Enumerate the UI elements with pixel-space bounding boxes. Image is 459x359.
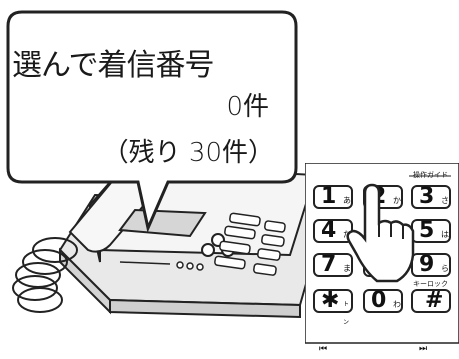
key-lock-label: キーロック: [413, 280, 448, 288]
callout-bubble: [6, 10, 298, 233]
pointing-hand-icon: [346, 183, 415, 283]
skip-forward-icon: ⏭: [419, 344, 428, 354]
operation-guide-label: 操作ガイド: [413, 171, 448, 179]
cord-icon: [12, 237, 78, 313]
key-star[interactable]: ✱トーン: [313, 288, 353, 326]
key-hash[interactable]: #: [411, 288, 451, 313]
skip-back-icon: ⏮: [319, 344, 328, 354]
display-line-remaining: （残り 30件）: [102, 138, 274, 168]
display-line-count: 0件: [226, 92, 269, 122]
keypad-panel: 操作ガイド 1あ 2か 3さ 4た 5は 7ま 8や 9ら キーロック ✱トーン…: [305, 163, 459, 359]
display-line-title: 選んで着信番号: [12, 48, 214, 83]
